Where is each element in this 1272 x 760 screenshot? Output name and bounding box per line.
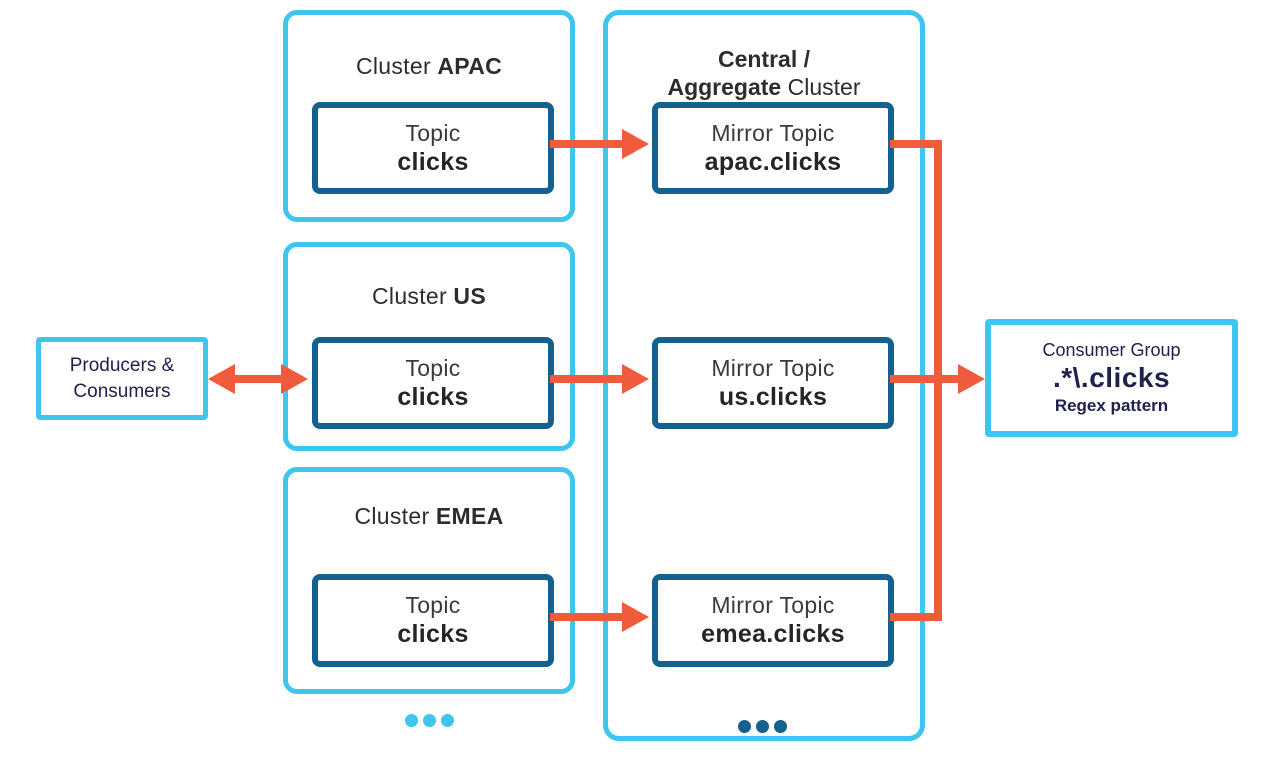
mirror-topic-label: Mirror Topic bbox=[711, 592, 835, 619]
dot bbox=[774, 720, 787, 733]
dot bbox=[441, 714, 454, 727]
ellipsis-icon bbox=[738, 720, 787, 733]
central-cluster-title-line1: Central / bbox=[717, 46, 811, 72]
consumer-group-box: Consumer Group .*\.clicks Regex pattern bbox=[985, 319, 1238, 437]
topic-clicks-box-us: Topic clicks bbox=[312, 337, 554, 429]
cluster-us-title-regular: Cluster bbox=[372, 283, 447, 309]
producers-consumers-label-line2: Consumers bbox=[73, 380, 171, 402]
dot bbox=[405, 714, 418, 727]
arrowhead-right-icon bbox=[281, 364, 308, 394]
consumer-group-caption: Regex pattern bbox=[1054, 396, 1169, 415]
arrowhead-right-icon bbox=[622, 602, 649, 632]
mirror-topic-label: Mirror Topic bbox=[711, 354, 835, 381]
cluster-apac-title-bold: APAC bbox=[437, 53, 503, 79]
cluster-emea-title-bold: EMEA bbox=[435, 503, 504, 529]
topic-label: Topic bbox=[405, 354, 461, 381]
arrow-shaft bbox=[233, 375, 283, 383]
dot bbox=[738, 720, 751, 733]
connector-emea-mirror-to-bus bbox=[890, 613, 942, 621]
topic-name: clicks bbox=[397, 382, 469, 411]
topic-label: Topic bbox=[405, 592, 461, 619]
cluster-apac-title-regular: Cluster bbox=[355, 53, 431, 79]
topic-clicks-box-apac: Topic clicks bbox=[312, 102, 554, 194]
mirror-topic-apac-clicks-box: Mirror Topic apac.clicks bbox=[652, 102, 894, 194]
topic-clicks-box-emea: Topic clicks bbox=[312, 574, 554, 667]
consumer-group-regex-pattern: .*\.clicks bbox=[1052, 362, 1171, 393]
topic-name: clicks bbox=[397, 620, 469, 649]
dot bbox=[756, 720, 769, 733]
arrowhead-right-icon bbox=[622, 364, 649, 394]
cluster-emea-title-regular: Cluster bbox=[354, 503, 430, 529]
producers-consumers-box: Producers & Consumers bbox=[36, 337, 208, 420]
arrow-shaft bbox=[550, 375, 624, 383]
arrowhead-right-icon bbox=[622, 129, 649, 159]
mirror-topic-us-clicks-box: Mirror Topic us.clicks bbox=[652, 337, 894, 429]
mirror-topic-name: apac.clicks bbox=[704, 147, 842, 176]
arrow-shaft bbox=[890, 375, 960, 383]
mirror-topic-emea-clicks-box: Mirror Topic emea.clicks bbox=[652, 574, 894, 667]
cluster-us-title-bold: US bbox=[453, 283, 486, 309]
topic-label: Topic bbox=[405, 119, 461, 146]
central-cluster-title-line2-bold: Aggregate bbox=[667, 74, 782, 100]
dot bbox=[423, 714, 436, 727]
arrow-shaft bbox=[550, 140, 624, 148]
producers-consumers-label-line1: Producers & bbox=[69, 354, 175, 376]
ellipsis-icon bbox=[405, 714, 454, 727]
arrowhead-right-icon bbox=[958, 364, 985, 394]
mirror-topic-name: emea.clicks bbox=[701, 620, 845, 649]
topic-name: clicks bbox=[397, 147, 469, 176]
arrowhead-left-icon bbox=[208, 364, 235, 394]
connector-apac-mirror-to-bus bbox=[890, 140, 942, 148]
consumer-group-title: Consumer Group bbox=[1042, 340, 1181, 360]
central-cluster-title-line2-regular: Cluster bbox=[787, 74, 861, 100]
arrow-shaft bbox=[550, 613, 624, 621]
mirror-topic-name: us.clicks bbox=[718, 382, 828, 411]
mirror-topic-label: Mirror Topic bbox=[711, 119, 835, 146]
